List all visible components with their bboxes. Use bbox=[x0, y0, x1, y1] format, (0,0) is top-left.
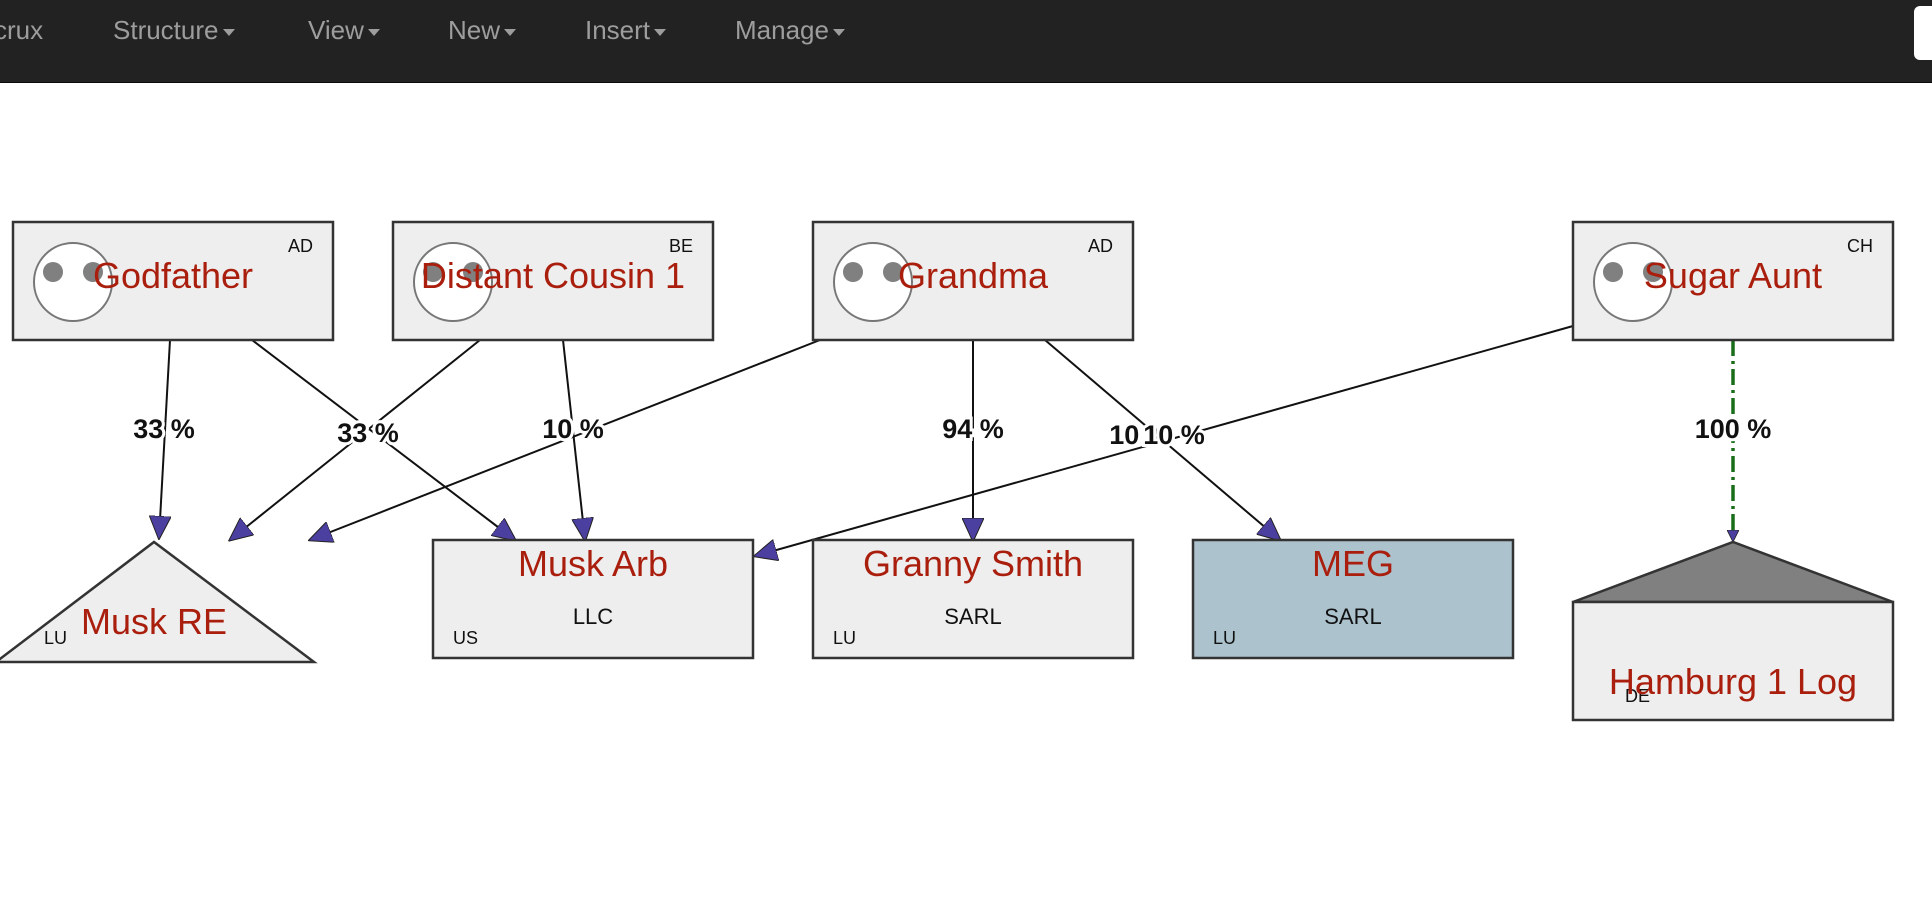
edge-godfather-to-musk-arb[interactable] bbox=[251, 339, 515, 540]
entity-name: Hamburg 1 Log bbox=[1609, 661, 1857, 702]
menu-new-label: New bbox=[448, 15, 501, 45]
chevron-down-icon bbox=[222, 28, 235, 36]
edge-sugar-aunt-to-musk-arb[interactable] bbox=[755, 325, 1574, 556]
entity-name: Granny Smith bbox=[863, 543, 1083, 584]
menu-insert-label: Insert bbox=[585, 15, 651, 45]
edge-distant-cousin-1-to-musk-arb[interactable] bbox=[562, 339, 585, 540]
entity-type: LLC bbox=[573, 604, 613, 629]
country-code: LU bbox=[1213, 628, 1236, 648]
country-code: AD bbox=[288, 236, 313, 256]
person-name: Godfather bbox=[93, 255, 253, 296]
search-box-edge[interactable] bbox=[1914, 6, 1932, 60]
country-code: DE bbox=[1625, 686, 1650, 706]
edge-label: 10 % bbox=[1109, 420, 1171, 450]
entity-box bbox=[1191, 538, 1515, 660]
entity-name: Musk RE bbox=[81, 601, 227, 642]
edge-label: 100 % bbox=[1695, 414, 1772, 444]
person-icon bbox=[1593, 242, 1673, 322]
person-icon bbox=[833, 242, 913, 322]
entity-box bbox=[811, 538, 1135, 660]
roof-shape bbox=[1572, 540, 1894, 604]
country-code: LU bbox=[833, 628, 856, 648]
triangle-shape bbox=[0, 540, 318, 664]
edge-label: 33 % bbox=[337, 418, 399, 448]
person-node-grandma[interactable]: AD Grandma bbox=[811, 220, 1135, 342]
menu-insert[interactable]: Insert bbox=[585, 12, 667, 48]
chevron-down-icon bbox=[367, 28, 380, 36]
person-icon bbox=[33, 242, 113, 322]
entity-type: SARL bbox=[1324, 604, 1381, 629]
country-code: CH bbox=[1847, 236, 1873, 256]
entity-node-musk-re[interactable]: LU Musk RE bbox=[0, 540, 318, 664]
entity-name: MEG bbox=[1312, 543, 1394, 584]
top-navbar: crux Structure View New Insert Manage bbox=[0, 0, 1932, 83]
menu-view[interactable]: View bbox=[308, 12, 380, 48]
edge-labels-layer: 33 %33 %33 %10 %10 %94 %10 %10 %100 % bbox=[130, 411, 1774, 453]
edge-godfather-to-musk-re[interactable] bbox=[159, 339, 170, 538]
edge-grandma-to-musk-re[interactable] bbox=[310, 339, 821, 540]
person-node-godfather[interactable]: AD Godfather bbox=[11, 220, 335, 342]
country-code: LU bbox=[44, 628, 67, 648]
edge-distant-cousin-1-to-musk-re[interactable] bbox=[230, 339, 481, 540]
edges-layer bbox=[159, 325, 1733, 556]
edge-label: 10 % bbox=[542, 414, 604, 444]
entity-name: Musk Arb bbox=[518, 543, 668, 584]
edge-label: 33 % bbox=[133, 414, 195, 444]
edge-label: 10 % bbox=[542, 414, 604, 444]
entity-box bbox=[1571, 600, 1895, 722]
menu-view-label: View bbox=[308, 15, 364, 45]
person-name: Distant Cousin 1 bbox=[421, 255, 685, 296]
brand-link[interactable]: crux bbox=[0, 15, 44, 45]
person-name: Grandma bbox=[898, 255, 1049, 296]
edge-label: 10 % bbox=[1143, 420, 1205, 450]
edge-label: 33 % bbox=[337, 418, 399, 448]
country-code: AD bbox=[1088, 236, 1113, 256]
menu-structure[interactable]: Structure bbox=[113, 12, 235, 48]
chevron-down-icon bbox=[832, 28, 845, 36]
person-node-sugar-aunt[interactable]: CH Sugar Aunt bbox=[1571, 220, 1895, 342]
menu-manage-label: Manage bbox=[735, 15, 829, 45]
entity-node-meg[interactable]: MEG SARL LU bbox=[1191, 538, 1515, 660]
edge-grandma-to-meg[interactable] bbox=[1044, 339, 1280, 540]
person-name: Sugar Aunt bbox=[1644, 255, 1822, 296]
menu-manage[interactable]: Manage bbox=[735, 12, 845, 48]
chevron-down-icon bbox=[654, 28, 667, 36]
edge-label: 94 % bbox=[942, 414, 1004, 444]
chevron-down-icon bbox=[504, 28, 517, 36]
entity-box bbox=[431, 538, 755, 660]
country-code: US bbox=[453, 628, 478, 648]
entity-type: SARL bbox=[944, 604, 1001, 629]
menu-new[interactable]: New bbox=[448, 12, 517, 48]
country-code: BE bbox=[669, 236, 693, 256]
menu-structure-label: Structure bbox=[113, 15, 219, 45]
person-icon bbox=[413, 242, 493, 322]
